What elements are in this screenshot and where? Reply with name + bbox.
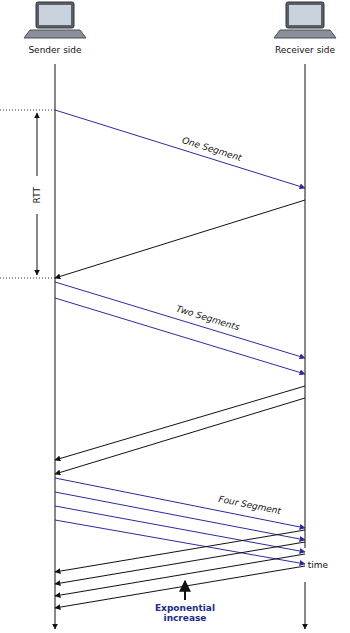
interval-label: RTT: [31, 185, 43, 205]
segment-arrow: [55, 282, 305, 358]
laptop-icon: [274, 2, 336, 38]
segment-arrow: [55, 478, 305, 528]
host-label: Receiver side: [275, 45, 335, 55]
annotation-label: Four Segment: [218, 494, 282, 517]
segment-arrow: [55, 492, 305, 540]
rtt-dotted-line: [0, 278, 55, 279]
time-arrow: [305, 582, 306, 629]
ack-arrow: [55, 386, 305, 460]
increase-arrow: [184, 581, 186, 600]
rtt-arrow: [37, 214, 38, 275]
rtt-dotted-line: [0, 110, 55, 111]
receiver-timeline: [305, 64, 306, 548]
sender-timeline: [55, 64, 56, 629]
segment-arrow: [55, 298, 305, 374]
segment-arrow: [55, 110, 305, 188]
ack-arrow: [55, 554, 305, 596]
ack-arrow: [55, 542, 305, 584]
annotation-label: Exponential increase: [150, 603, 220, 624]
rtt-arrow: [37, 113, 38, 176]
ack-arrow: [55, 566, 305, 608]
segment-arrow: [55, 520, 305, 564]
annotation-label: Two Segments: [175, 304, 241, 333]
ack-arrow: [55, 200, 305, 278]
ack-arrow: [55, 530, 305, 572]
annotation-label: time: [306, 559, 330, 571]
host-label: Sender side: [28, 45, 81, 55]
laptop-icon: [24, 2, 86, 38]
ack-arrow: [55, 398, 305, 474]
annotation-label: One Segment: [181, 135, 243, 163]
